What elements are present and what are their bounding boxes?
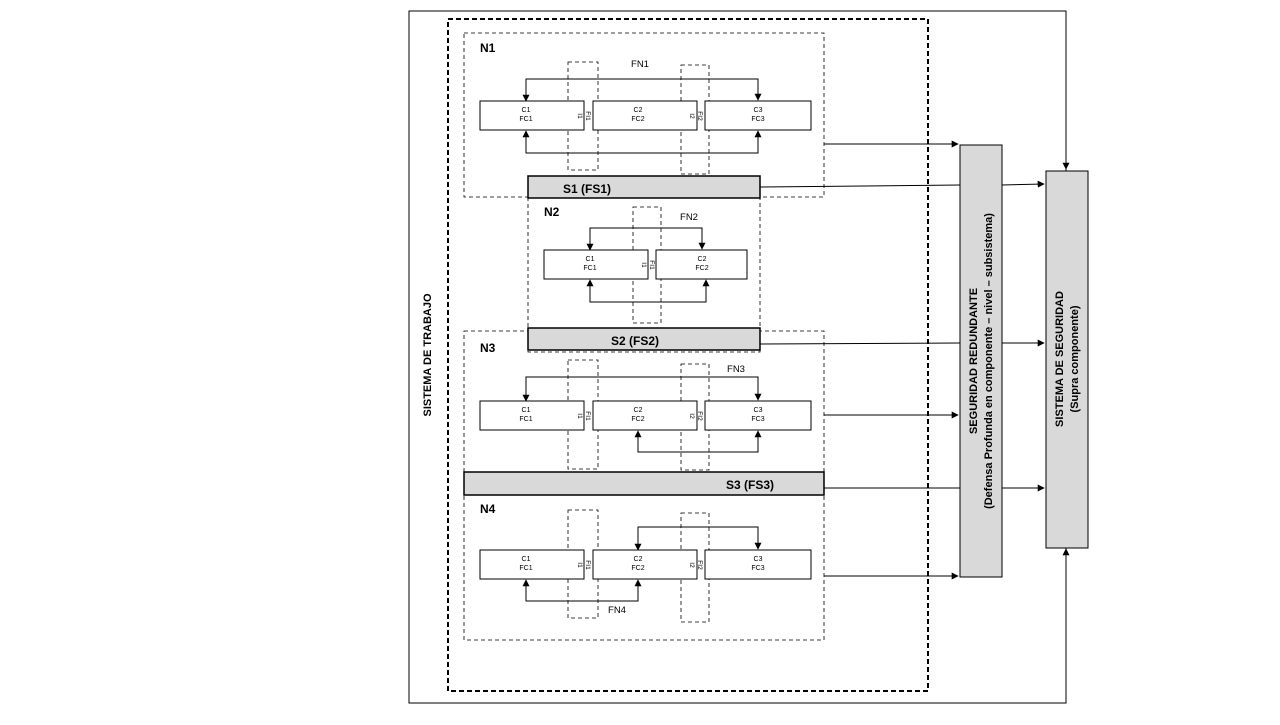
component-function: FC3 (751, 116, 764, 123)
redundant-safety-subtitle: (Defensa Profunda en componente – nivel … (983, 213, 995, 509)
safety-system-title: SISTEMA DE SEGURIDAD (1054, 291, 1066, 427)
function-label-fn2: FN2 (680, 212, 698, 223)
component-box (592, 100, 698, 131)
component-box (592, 549, 698, 580)
safety-system-bar (1045, 170, 1089, 549)
component-function: FC1 (583, 265, 596, 272)
component-box (592, 400, 698, 431)
work-system-boundary (447, 18, 929, 692)
safety-bar-s1-label: S1 (FS1) (563, 182, 611, 196)
function-flow-top (522, 376, 762, 402)
interface-id: I2 (688, 562, 695, 568)
function-flow-bottom (586, 279, 710, 303)
function-label-fn1: FN1 (631, 59, 649, 70)
safety-bar-s2-label: S2 (FS2) (611, 334, 659, 348)
level-label-n3: N3 (480, 341, 496, 355)
component-function: FC2 (631, 416, 644, 423)
component-id: C1 (586, 256, 595, 263)
interface-id: I1 (640, 262, 647, 268)
redundant-safety-title: SEGURIDAD REDUNDANTE (968, 288, 980, 434)
safety-bar-s2 (527, 327, 761, 351)
interface-id: I2 (688, 113, 695, 119)
function-flow-top (522, 78, 762, 102)
component-function: FC2 (631, 565, 644, 572)
interface-function: FI1 (648, 260, 655, 270)
s1-connector (759, 184, 961, 188)
level-label-n2: N2 (544, 205, 560, 219)
component-function: FC2 (695, 265, 708, 272)
function-label-fn3: FN3 (727, 364, 745, 375)
component-function: FC2 (631, 116, 644, 123)
s2-connector (759, 342, 961, 345)
interface-id: I1 (576, 113, 583, 119)
interface-function: FI2 (696, 411, 703, 421)
interface-id: I1 (576, 562, 583, 568)
safety-bar-s3-label: S3 (FS3) (726, 478, 774, 492)
component-function: FC3 (751, 565, 764, 572)
function-flow-bottom (634, 430, 762, 453)
level-n2: C1 FC1 C2 FC2 I1 FI1 FN2 (543, 206, 748, 324)
interface-function: FI2 (696, 111, 703, 121)
level-n3: C1 FC1 C2 FC2 C3 FC3 I1 FI1 I2 FI2 FN3 (479, 359, 812, 471)
component-id: C2 (698, 256, 707, 263)
component-id: C3 (754, 107, 763, 114)
component-id: C1 (522, 556, 531, 563)
component-box (704, 549, 812, 580)
function-flow-top (634, 526, 762, 551)
component-id: C2 (634, 107, 643, 114)
interface-id: I1 (576, 413, 583, 419)
safety-system-subtitle: (Supra componente) (1069, 305, 1081, 412)
redundant-safety-bar (959, 144, 1003, 578)
component-function: FC1 (519, 116, 532, 123)
component-box (479, 549, 585, 580)
safety-bar-s3 (463, 471, 825, 496)
function-flow-bottom (522, 130, 762, 154)
component-id: C1 (522, 107, 531, 114)
interface-function: FI1 (584, 560, 591, 570)
interface-id: I2 (688, 413, 695, 419)
component-box (655, 249, 748, 280)
level-n1: C1 FC1 C2 FC2 C3 FC3 I1 FI1 I2 FI2 FN1 (479, 59, 812, 175)
function-flow-bottom (522, 579, 642, 602)
component-id: C2 (634, 407, 643, 414)
interface-function: FI1 (584, 111, 591, 121)
component-id: C2 (634, 556, 643, 563)
interface-function: FI1 (584, 411, 591, 421)
component-id: C3 (754, 556, 763, 563)
work-system-label: SISTEMA DE TRABAJO (422, 293, 434, 416)
level-label-n1: N1 (480, 41, 496, 55)
component-id: C1 (522, 407, 531, 414)
component-box (479, 100, 585, 131)
level-n4: C1 FC1 C2 FC2 C3 FC3 I1 FI1 I2 FI2 FN4 (479, 509, 812, 623)
component-function: FC3 (751, 416, 764, 423)
function-flow-top (586, 227, 706, 251)
s1-to-safety-arrow (1001, 180, 1045, 188)
component-function: FC1 (519, 565, 532, 572)
component-id: C3 (754, 407, 763, 414)
interface-function: FI2 (696, 560, 703, 570)
component-function: FC1 (519, 416, 532, 423)
function-label-fn4: FN4 (608, 605, 626, 616)
level-label-n4: N4 (480, 502, 496, 516)
